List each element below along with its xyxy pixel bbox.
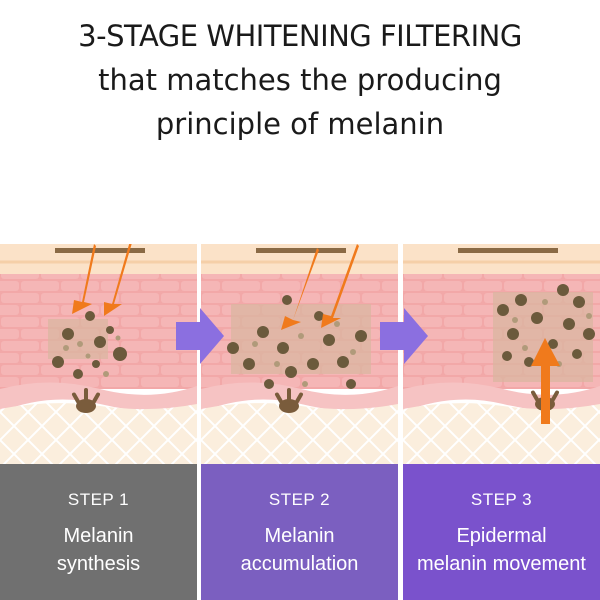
step-1-description: Melanin synthesis — [56, 525, 141, 575]
step-1-label: STEP 1 — [67, 490, 130, 509]
upward-arrow — [531, 338, 560, 424]
next-step-arrow-2 — [380, 308, 428, 364]
step-2-label: STEP 2 — [268, 490, 331, 509]
step-3-panel: STEP 3 Epidermal melanin movement — [403, 244, 600, 600]
pigment-stripe — [458, 248, 558, 253]
step-2-card: STEP 2 Melanin accumulation — [201, 464, 398, 600]
skin-illustration-1 — [0, 244, 197, 464]
skin-illustration-2 — [201, 244, 398, 464]
step-3-description: Epidermal melanin movement — [417, 525, 586, 575]
dermis-layer — [403, 403, 600, 464]
melanin-granules — [52, 311, 127, 379]
headline-line-3: principle of melanin — [155, 107, 445, 141]
step-panels: STEP 1 Melanin synthesis — [0, 244, 600, 600]
pigment-stripe — [256, 248, 346, 253]
headline: 3-STAGE WHITENING FILTERING that matches… — [0, 14, 600, 146]
melanocyte — [275, 388, 303, 413]
headline-line-2: that matches the producing — [98, 63, 502, 97]
dermis-layer — [201, 403, 398, 464]
headline-line-1: 3-STAGE WHITENING FILTERING — [78, 19, 522, 53]
uv-arrows — [281, 244, 359, 330]
dermis-layer — [0, 403, 197, 464]
step-2-panel: STEP 2 Melanin accumulation — [201, 244, 398, 600]
step-1-panel: STEP 1 Melanin synthesis — [0, 244, 197, 600]
melanin-granules — [227, 295, 367, 389]
melanin-granules — [497, 284, 595, 367]
step-3-label: STEP 3 — [470, 490, 533, 509]
melanocyte — [72, 388, 100, 413]
pigment-stripe — [55, 248, 145, 253]
uv-arrows — [72, 244, 132, 316]
step-2-description: Melanin accumulation — [240, 525, 359, 575]
step-1-card: STEP 1 Melanin synthesis — [0, 464, 197, 600]
step-3-card: STEP 3 Epidermal melanin movement — [403, 464, 600, 600]
skin-illustration-3 — [403, 244, 600, 464]
next-step-arrow-1 — [176, 308, 224, 364]
